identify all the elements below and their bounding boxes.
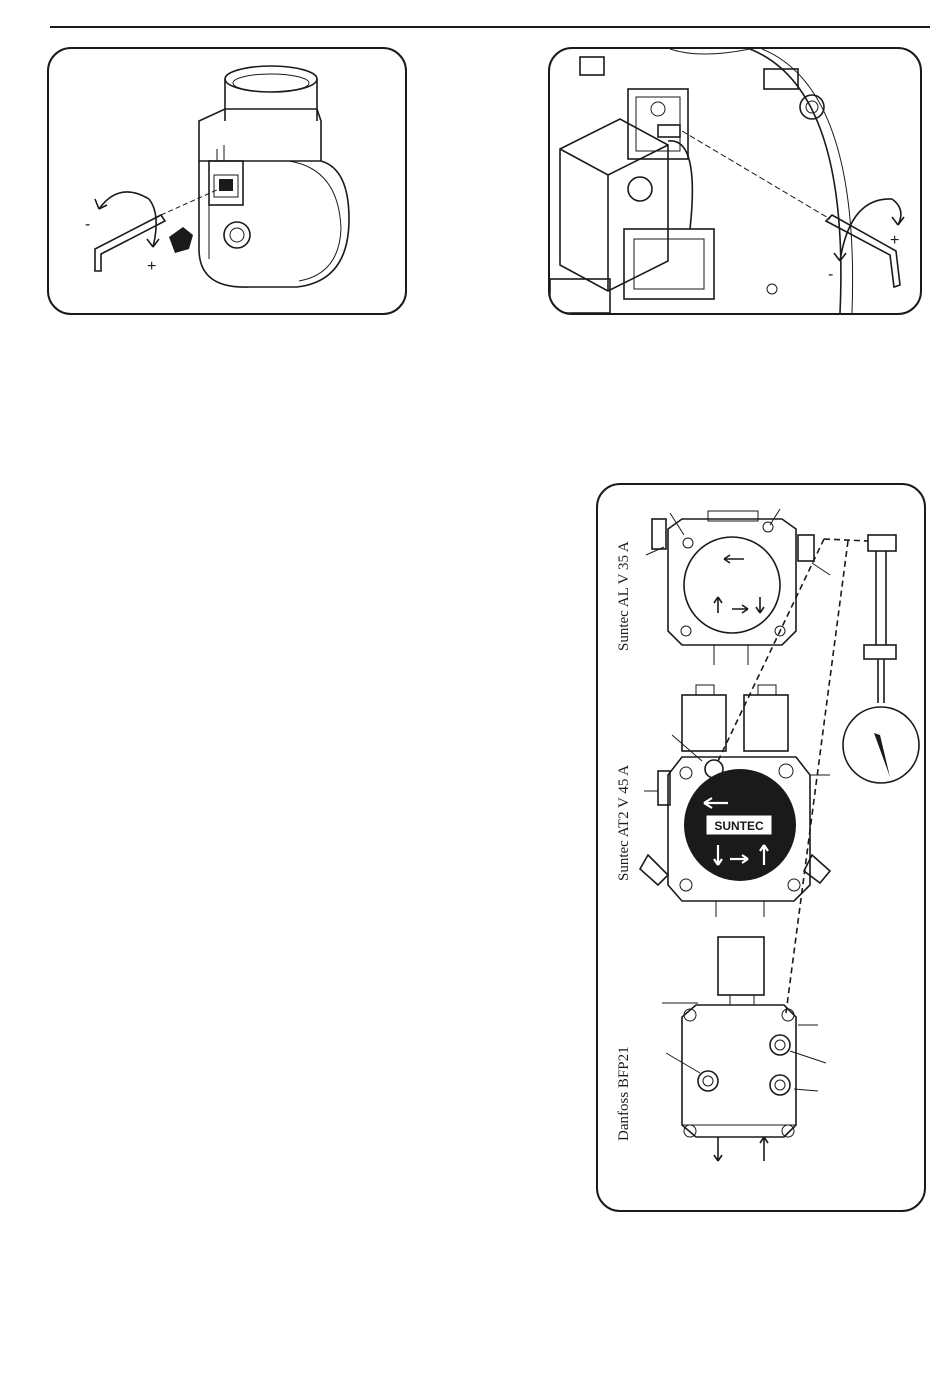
air-damper-adjustment-panel: - + [47, 47, 407, 315]
oil-pump-pressure-panel: Suntec AL V 35 A Suntec AT2 V 45 A Danfo… [596, 483, 926, 1212]
pump-illustrations: Suntec AL V 35 A Suntec AT2 V 45 A Danfo… [598, 485, 924, 1210]
air-damper-illustration: - + [49, 49, 405, 313]
pump-label-al-v35a: Suntec AL V 35 A [616, 541, 632, 651]
brand-plate-text: SUNTEC [714, 819, 764, 833]
pressure-gauge-icon [843, 535, 919, 783]
combustion-head-adjustment-panel: + - [548, 47, 922, 315]
pump-label-bfp21: Danfoss BFP21 [616, 1046, 632, 1141]
pump-bfp21-drawing [662, 937, 826, 1161]
hex-key-icon [826, 215, 900, 287]
rotation-arrow-icon [95, 192, 159, 247]
minus-mark: - [85, 216, 90, 233]
pump-label-at2-v45a: Suntec AT2 V 45 A [616, 765, 632, 881]
pump-at2-v45a-drawing: SUNTEC [640, 685, 830, 917]
pump-al-v35a-drawing [646, 509, 830, 665]
plus-mark: + [890, 232, 899, 249]
combustion-head-illustration: + - [550, 49, 920, 313]
direction-arrow-icon [714, 555, 764, 613]
top-rule [50, 26, 930, 28]
plus-mark: + [147, 258, 156, 275]
minus-mark: - [828, 266, 833, 283]
